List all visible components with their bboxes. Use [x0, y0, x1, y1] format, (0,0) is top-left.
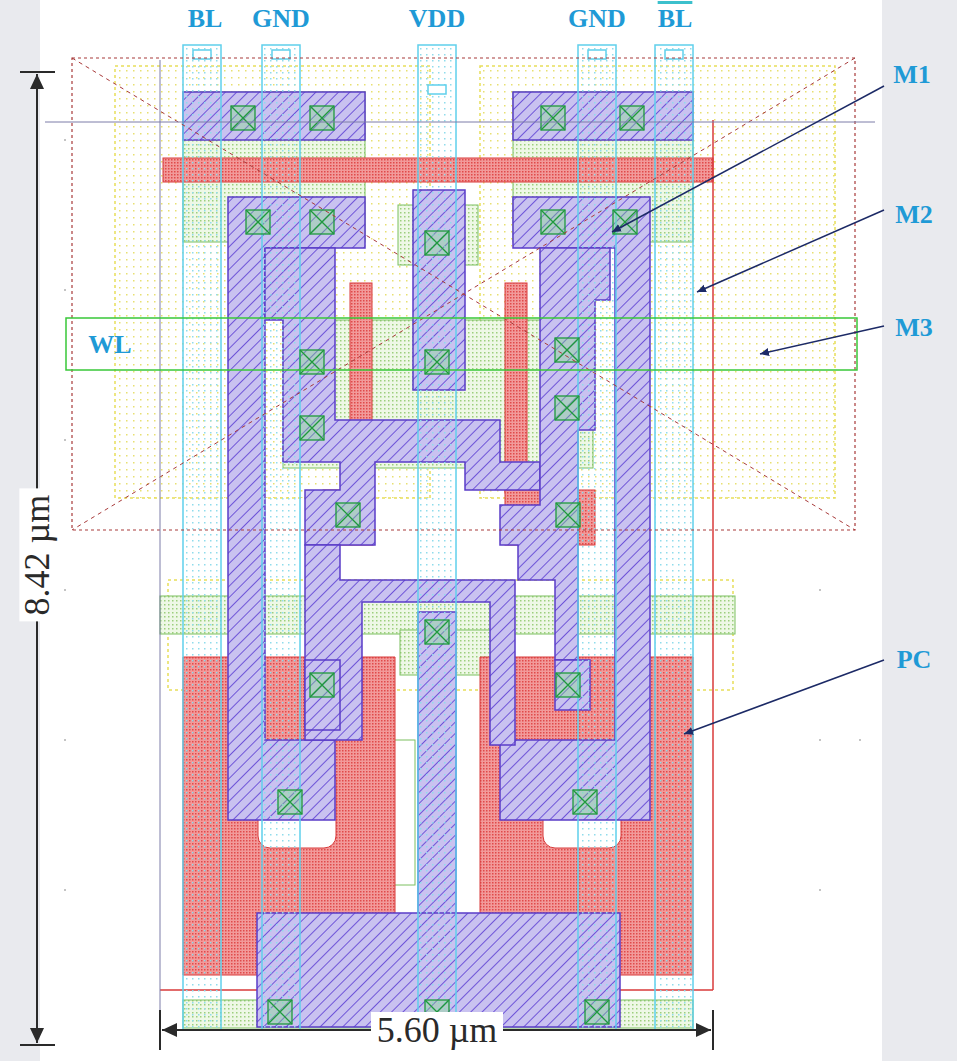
contact [555, 396, 579, 420]
contact [231, 106, 255, 130]
column-label: BL [188, 6, 223, 32]
contact-cross [231, 106, 255, 130]
contact [425, 231, 449, 255]
signal-label: WL [88, 332, 131, 358]
contact-cross [613, 210, 637, 234]
contact [613, 210, 637, 234]
column-label: BL [658, 6, 693, 32]
contact [300, 416, 324, 440]
contact [268, 1000, 292, 1024]
contact [556, 503, 580, 527]
contact-cross [620, 106, 644, 130]
contact-cross [278, 790, 302, 814]
contact-cross [310, 106, 334, 130]
contact-cross [336, 503, 360, 527]
contact [620, 106, 644, 130]
contact-cross [425, 620, 449, 644]
contact-cross [556, 673, 580, 697]
contact-cross [555, 396, 579, 420]
contact-cross [425, 231, 449, 255]
contact [310, 106, 334, 130]
contact-cross [310, 210, 334, 234]
contact-cross [310, 673, 334, 697]
callout-label: M2 [895, 202, 933, 228]
contact [310, 210, 334, 234]
contact [573, 790, 597, 814]
column-label: VDD [409, 6, 465, 32]
contact-cross [585, 1000, 609, 1024]
contact [585, 1000, 609, 1024]
contact [425, 620, 449, 644]
callout-label: M1 [893, 62, 931, 88]
dimension-label: 8.42 µm [19, 489, 55, 622]
contact-cross [541, 210, 565, 234]
callout-label: M3 [895, 315, 933, 341]
contact-cross [268, 1000, 292, 1024]
contact [555, 338, 579, 362]
contact [246, 210, 270, 234]
contact [541, 106, 565, 130]
column-label: GND [568, 6, 626, 32]
contact-cross [300, 416, 324, 440]
column-label: GND [252, 6, 310, 32]
contact [310, 673, 334, 697]
contact [336, 503, 360, 527]
contact [556, 673, 580, 697]
contact [278, 790, 302, 814]
contact-cross [246, 210, 270, 234]
contact-cross [556, 503, 580, 527]
contact-cross [541, 106, 565, 130]
dimension-label: 5.60 µm [371, 1012, 504, 1048]
callout-label: PC [897, 647, 932, 673]
contact-cross [555, 338, 579, 362]
contact [541, 210, 565, 234]
contact-cross [573, 790, 597, 814]
